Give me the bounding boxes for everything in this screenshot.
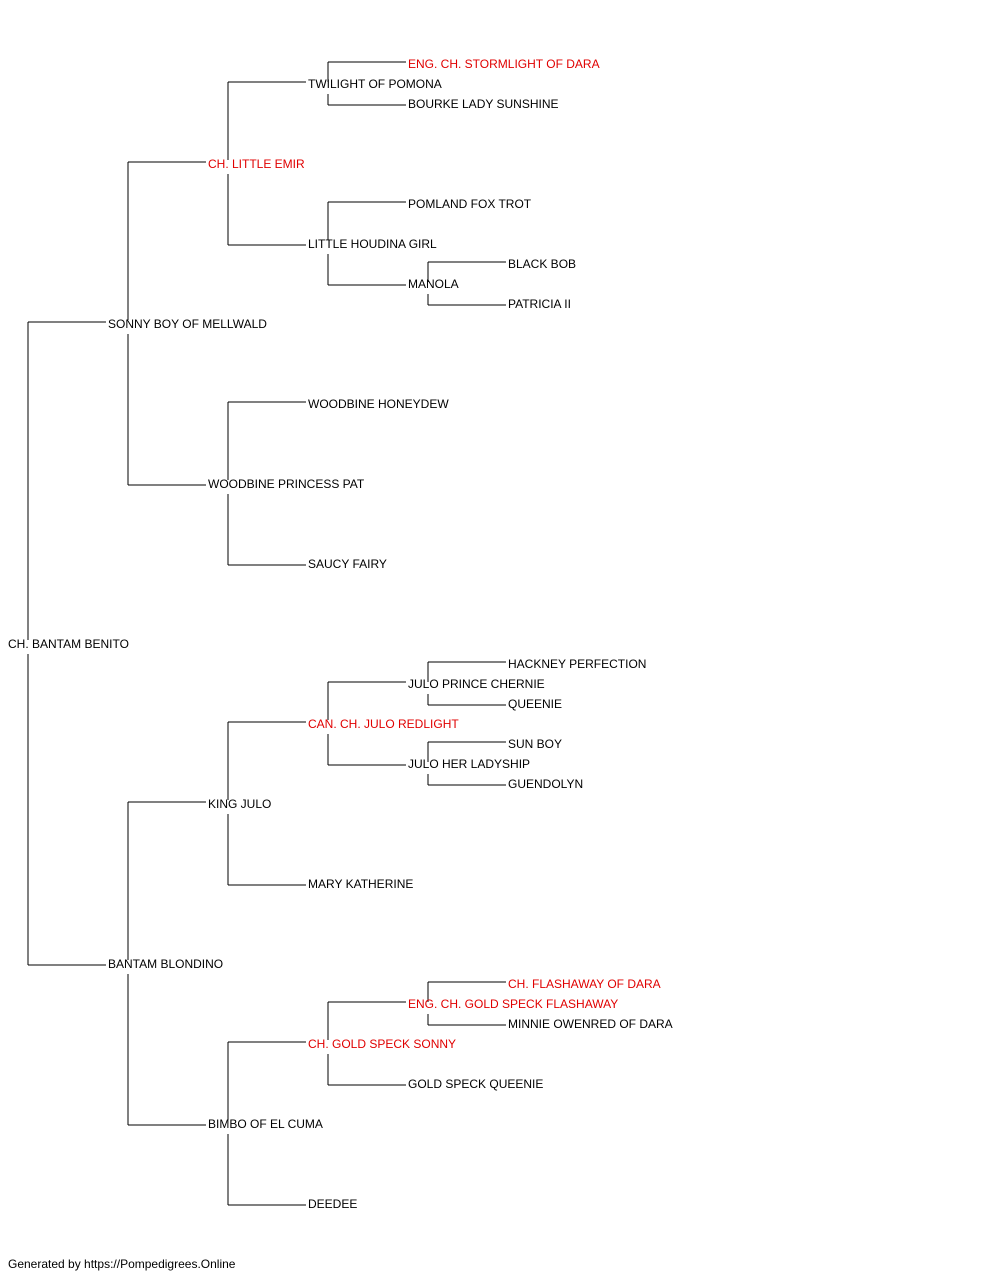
dog-name-hackney-perfection: HACKNEY PERFECTION xyxy=(508,657,646,671)
dog-name-manola: MANOLA xyxy=(408,277,459,291)
dog-name-bourke-lady-sunshine: BOURKE LADY SUNSHINE xyxy=(408,97,559,111)
dog-name-woodbine-honeydew: WOODBINE HONEYDEW xyxy=(308,397,449,411)
dog-name-king-julo: KING JULO xyxy=(208,797,271,811)
dog-name-black-bob: BLACK BOB xyxy=(508,257,576,271)
pedigree-labels: CH. BANTAM BENITO SONNY BOY OF MELLWALD CH… xyxy=(8,57,673,1211)
dog-name-bimbo-of-el-cuma: BIMBO OF EL CUMA xyxy=(208,1117,323,1131)
dog-name-queenie: QUEENIE xyxy=(508,697,562,711)
dog-name-guendolyn: GUENDOLYN xyxy=(508,777,583,791)
dog-name-julo-her-ladyship: JULO HER LADYSHIP xyxy=(408,757,530,771)
dog-name-ch-little-emir: CH. LITTLE EMIR xyxy=(208,157,305,171)
dog-name-ch-bantam-benito: CH. BANTAM BENITO xyxy=(8,637,129,651)
pedigree-links xyxy=(27,61,506,1206)
dog-name-julo-prince-chernie: JULO PRINCE CHERNIE xyxy=(408,677,545,691)
dog-name-ch-flashaway-of-dara: CH. FLASHAWAY OF DARA xyxy=(508,977,661,991)
footer-credit: Generated by https://Pompedigrees.Online xyxy=(8,1257,236,1271)
dog-name-saucy-fairy: SAUCY FAIRY xyxy=(308,557,387,571)
dog-name-ch-gold-speck-sonny: CH. GOLD SPECK SONNY xyxy=(308,1037,456,1051)
dog-name-mary-katherine: MARY KATHERINE xyxy=(308,877,413,891)
dog-name-pomland-fox-trot: POMLAND FOX TROT xyxy=(408,197,532,211)
dog-name-little-houdina-girl: LITTLE HOUDINA GIRL xyxy=(308,237,437,251)
dog-name-can-ch-julo-redlight: CAN. CH. JULO REDLIGHT xyxy=(308,717,459,731)
dog-name-sun-boy: SUN BOY xyxy=(508,737,562,751)
dog-name-gold-speck-queenie: GOLD SPECK QUEENIE xyxy=(408,1077,543,1091)
dog-name-deedee: DEEDEE xyxy=(308,1197,357,1211)
dog-name-woodbine-princess-pat: WOODBINE PRINCESS PAT xyxy=(208,477,365,491)
dog-name-sonny-boy-of-mellwald: SONNY BOY OF MELLWALD xyxy=(108,317,267,331)
dog-name-bantam-blondino: BANTAM BLONDINO xyxy=(108,957,223,971)
dog-name-eng-ch-stormlight-of-dara: ENG. CH. STORMLIGHT OF DARA xyxy=(408,57,600,71)
dog-name-eng-ch-gold-speck-flashaway: ENG. CH. GOLD SPECK FLASHAWAY xyxy=(408,997,618,1011)
dog-name-minnie-owenred-of-dara: MINNIE OWENRED OF DARA xyxy=(508,1017,673,1031)
dog-name-twilight-of-pomona: TWILIGHT OF POMONA xyxy=(308,77,442,91)
dog-name-patricia-ii: PATRICIA II xyxy=(508,297,571,311)
